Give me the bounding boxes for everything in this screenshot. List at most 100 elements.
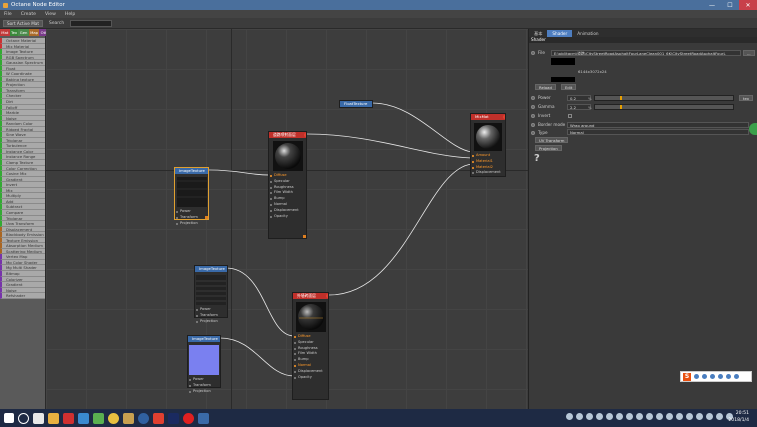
bottom-material-node[interactable]: 外墙砖面层 Diffuse Specular Roughness Film Wi… — [292, 292, 329, 400]
bottom-pin-diffuse[interactable]: Diffuse — [293, 334, 328, 340]
tray-icon-8[interactable] — [636, 413, 643, 420]
tray-icon-3[interactable] — [586, 413, 593, 420]
output-pin-icon[interactable] — [326, 294, 328, 298]
windows-start-icon[interactable] — [4, 413, 14, 423]
node-list-item[interactable]: Vertex Map — [0, 254, 45, 260]
type-radio[interactable] — [531, 130, 535, 135]
resize-handle[interactable] — [205, 216, 208, 219]
app-red-icon[interactable] — [63, 412, 74, 424]
top-pin-displacement[interactable]: Displacement — [269, 208, 306, 214]
node-list-item[interactable]: Sine Wave — [0, 132, 45, 138]
mix-material-node[interactable]: MixMat Amount Material1 Material2 Displa… — [470, 113, 506, 177]
image3-pin-power[interactable]: Power — [188, 377, 220, 383]
tab-shader[interactable]: Shader — [547, 30, 573, 37]
node-list-item[interactable]: Gradient — [0, 176, 45, 183]
top-pin-specular[interactable]: Specular — [269, 179, 306, 185]
node-list-item[interactable]: Subtract — [0, 204, 45, 210]
node-list-item[interactable]: Cosine Mix — [0, 171, 45, 177]
node-list-item[interactable]: Projection — [0, 82, 45, 88]
menu-view[interactable]: View — [44, 11, 56, 17]
invert-radio[interactable] — [531, 113, 535, 118]
category-tab-oth[interactable]: Oth — [39, 29, 49, 36]
tray-icon-13[interactable] — [686, 413, 693, 420]
node-list-item[interactable]: Mix — [0, 187, 45, 194]
invert-checkbox[interactable] — [568, 113, 573, 118]
image-texture-node-2[interactable]: ImageTexture Power Transform Projection — [194, 265, 228, 323]
output-pin-icon[interactable] — [503, 115, 505, 119]
bottom-pin-bump[interactable]: Bump — [293, 357, 328, 363]
image1-pin-power[interactable]: Power — [175, 209, 208, 215]
node-list-item[interactable]: Triplanar — [0, 215, 45, 222]
projection-button[interactable]: Projection — [535, 145, 562, 151]
node-list-item[interactable]: Multiply — [0, 193, 45, 199]
file-radio[interactable] — [531, 50, 535, 55]
node-list-item[interactable]: Marble — [0, 110, 45, 116]
category-tab-mat[interactable]: Mat — [0, 29, 10, 36]
node-list-item[interactable]: Ridged Fractal — [0, 126, 45, 133]
node-list-item[interactable]: Dirt — [0, 99, 45, 105]
app-blue-icon[interactable] — [78, 412, 89, 424]
title-bar[interactable]: Octane Node Editor — ☐ ✕ — [0, 0, 757, 10]
mix-pin-displacement[interactable]: Displacement — [471, 170, 505, 176]
image2-pin-transform[interactable]: Transform — [195, 313, 227, 319]
node-list-item[interactable]: Bitmap — [0, 270, 45, 277]
sogou-ime-icon[interactable]: S — [683, 372, 691, 381]
sort-active-mat-button[interactable]: Sort Active Mat — [3, 19, 44, 27]
reload-button[interactable]: Reload — [535, 84, 556, 90]
octane-taskbar-icon[interactable] — [198, 412, 209, 424]
top-pin-normal[interactable]: Normal — [269, 202, 306, 208]
tray-icon-4[interactable] — [596, 413, 603, 420]
node-list-item[interactable]: Falloff — [0, 104, 45, 111]
bottom-pin-normal[interactable]: Normal — [293, 363, 328, 369]
task-view-icon[interactable] — [33, 412, 44, 424]
node-list-item[interactable]: Instance Color — [0, 148, 45, 155]
node-list-item[interactable]: Noise — [0, 287, 45, 294]
image3-pin-transform[interactable]: Transform — [188, 383, 220, 389]
node-list-item[interactable]: Compare — [0, 209, 45, 216]
top-pin-bump[interactable]: Bump — [269, 196, 306, 202]
node-list-item[interactable]: Add — [0, 198, 45, 205]
file-path-field[interactable]: E:\pbl\tgcm\道路\CityStreetRoadAsphaltFour… — [551, 50, 741, 56]
border-mode-dropdown[interactable]: Wrap around — [567, 122, 749, 128]
bottom-pin-displacement[interactable]: Displacement — [293, 369, 328, 375]
category-tab-map[interactable]: Map — [28, 29, 40, 36]
image-texture-node-3[interactable]: ImageTexture Power Transform Projection — [187, 335, 221, 393]
help-icon[interactable]: ? — [534, 153, 540, 164]
bottom-pin-roughness[interactable]: Roughness — [293, 346, 328, 352]
app-record-icon[interactable] — [183, 412, 194, 424]
search-input[interactable] — [70, 19, 113, 27]
tray-icon-10[interactable] — [656, 413, 663, 420]
uv-transform-button[interactable]: UV Transform — [535, 137, 569, 143]
node-list-item[interactable]: Scattering Medium — [0, 248, 45, 255]
search-icon[interactable] — [18, 412, 29, 424]
node-list-item[interactable]: Noise — [0, 115, 45, 122]
ime-mode-icon[interactable] — [694, 374, 699, 379]
tab-animation[interactable]: Animation — [577, 31, 599, 36]
tray-icon-9[interactable] — [646, 413, 653, 420]
tray-icon-5[interactable] — [606, 413, 613, 420]
node-list-item[interactable]: W Coordinate — [0, 71, 45, 77]
node-list-item[interactable]: Image Texture — [0, 49, 45, 55]
node-list-item[interactable]: Random Color — [0, 121, 45, 127]
image1-pin-transform[interactable]: Transform — [175, 215, 208, 221]
node-list-item[interactable]: Baking texture — [0, 76, 45, 83]
ime-toolbar[interactable]: S — [680, 371, 752, 382]
ime-skin-icon[interactable] — [726, 374, 731, 379]
output-pin-icon[interactable] — [304, 133, 306, 137]
node-list-item[interactable]: Transform — [0, 87, 45, 94]
top-pin-diffuse[interactable]: Diffuse — [269, 173, 306, 179]
tray-icon-2[interactable] — [576, 413, 583, 420]
image1-pin-projection[interactable]: Projection — [175, 221, 208, 227]
node-list-item[interactable]: Absorption Medium — [0, 243, 45, 249]
bottom-pin-specular[interactable]: Specular — [293, 340, 328, 346]
menu-create[interactable]: Create — [20, 11, 36, 17]
category-tab-tex[interactable]: Tex — [9, 29, 19, 36]
category-tab-gen[interactable]: Gen — [18, 29, 29, 36]
chrome-icon[interactable] — [108, 412, 119, 424]
node-list-item[interactable]: Gaussian Spectrum — [0, 60, 45, 66]
tray-icon-6[interactable] — [616, 413, 623, 420]
mix-pin-material2[interactable]: Material2 — [471, 165, 505, 171]
node-list-item[interactable]: Octane Material — [0, 38, 45, 44]
image2-pin-power[interactable]: Power — [195, 307, 227, 313]
bottom-pin-film-width[interactable]: Film Width — [293, 351, 328, 357]
